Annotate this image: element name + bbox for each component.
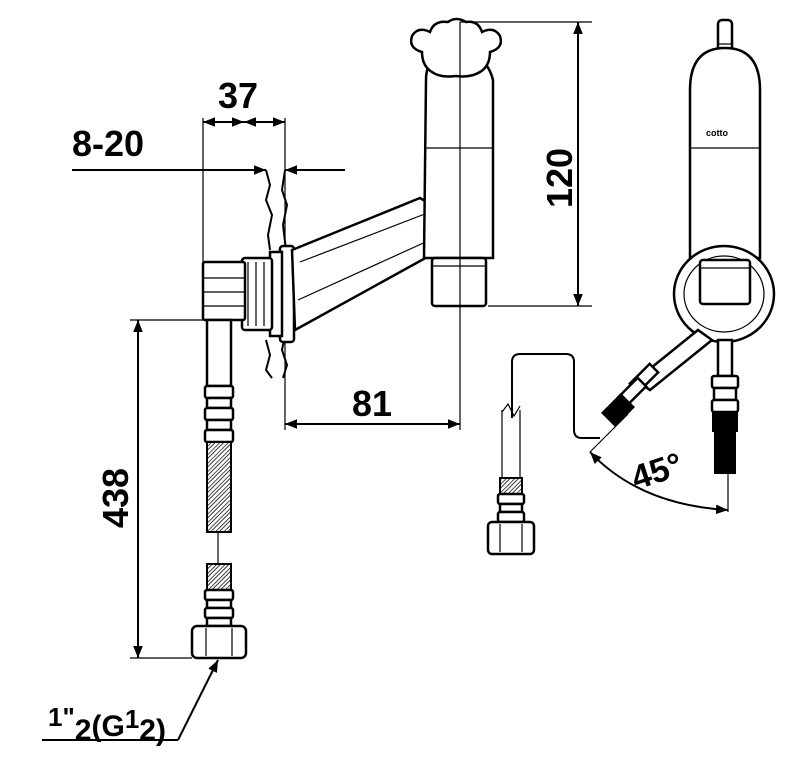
dim-37: 37 (218, 75, 258, 116)
lock-nut (240, 256, 274, 332)
side-view: 37 8-20 120 81 438 1"2(G12) (42, 17, 592, 747)
flexible-hose-side (190, 318, 248, 660)
dim-438: 438 (95, 468, 136, 528)
front-body (688, 46, 762, 260)
connector-hose (511, 353, 600, 439)
front-hose-nut (486, 520, 536, 556)
thread-label: 1"2(G12) (48, 702, 166, 747)
dim-45-deg: 45° (627, 446, 688, 498)
outlet-aerator (430, 256, 488, 308)
inlet-body (201, 260, 247, 322)
tap-body (422, 50, 495, 260)
dim-8-20: 8-20 (72, 123, 144, 164)
spout-arm (290, 196, 442, 333)
hose-nut (190, 624, 248, 660)
front-view: cotto 45° (486, 18, 776, 556)
dim-120: 120 (539, 148, 580, 208)
brand-logo: cotto (706, 128, 728, 138)
angle-arc (589, 451, 729, 515)
wall-section (264, 169, 289, 379)
dim-81: 81 (352, 383, 392, 424)
vertical-inlet (716, 338, 734, 378)
handle-cross-icon (409, 17, 503, 78)
